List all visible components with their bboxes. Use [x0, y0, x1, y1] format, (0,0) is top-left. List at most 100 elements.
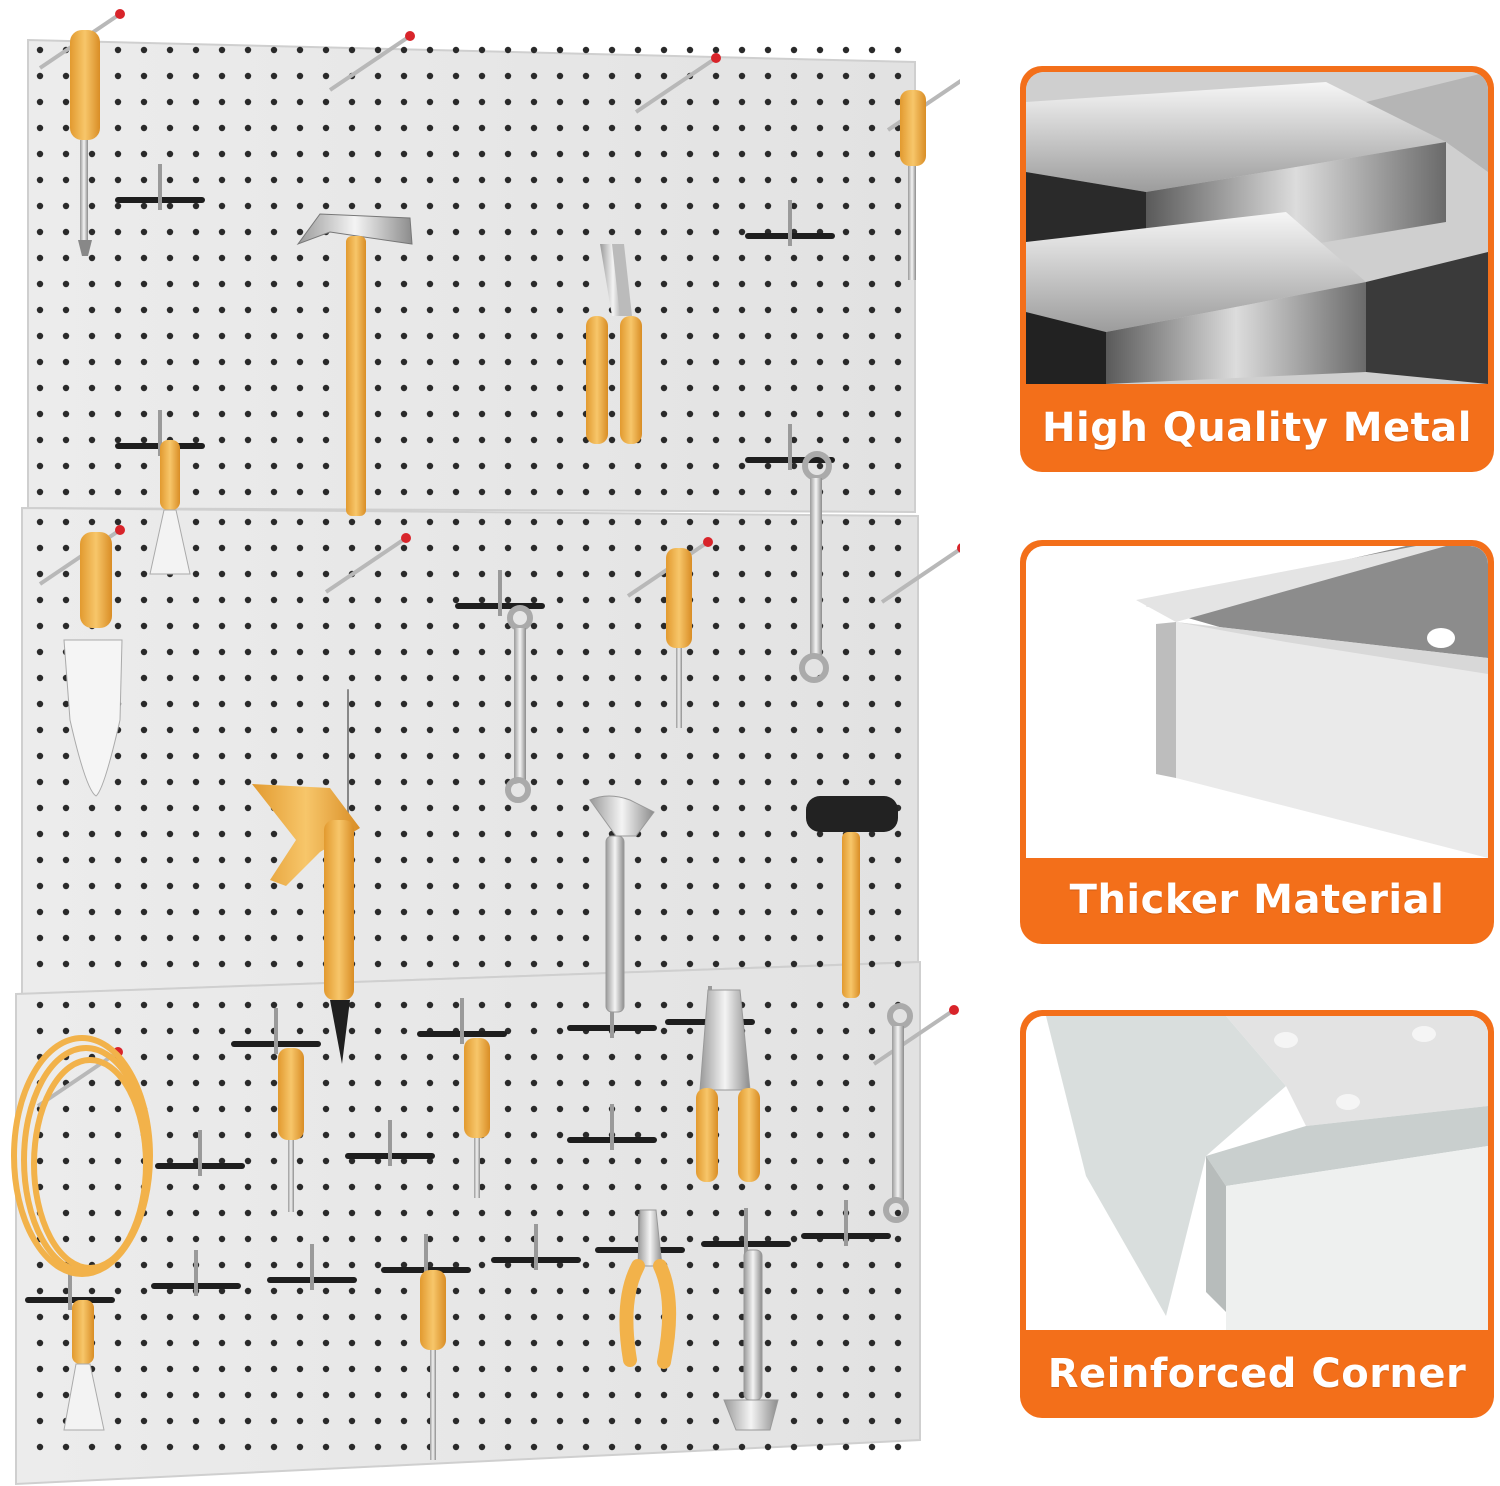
- peg-hole: [36, 726, 44, 734]
- peg-hole: [842, 752, 850, 760]
- peg-hole: [140, 960, 148, 968]
- peg-hole: [816, 358, 824, 366]
- peg-hole: [322, 518, 330, 526]
- peg-hole: [842, 332, 850, 340]
- peg-hole: [192, 384, 200, 392]
- peg-hole: [166, 1339, 174, 1347]
- peg-hole: [192, 1105, 200, 1113]
- peg-hole: [244, 1027, 252, 1035]
- peg-hole: [530, 934, 538, 942]
- peg-hole: [816, 1209, 824, 1217]
- peg-hole: [764, 46, 772, 54]
- peg-hole: [192, 98, 200, 106]
- peg-hole: [868, 462, 876, 470]
- peg-hole: [712, 150, 720, 158]
- peg-hole: [894, 908, 902, 916]
- peg-hole: [556, 384, 564, 392]
- peg-hole: [140, 202, 148, 210]
- peg-hole: [816, 934, 824, 942]
- peg-hole: [790, 436, 798, 444]
- peg-hole: [764, 254, 772, 262]
- peg-hole: [36, 1287, 44, 1295]
- peg-hole: [426, 436, 434, 444]
- peg-hole: [114, 254, 122, 262]
- peg-hole: [738, 830, 746, 838]
- peg-hole: [790, 488, 798, 496]
- peg-hole: [218, 1001, 226, 1009]
- peg-hole: [868, 202, 876, 210]
- peg-hole: [842, 544, 850, 552]
- peg-hole: [686, 544, 694, 552]
- peg-hole: [322, 462, 330, 470]
- peg-hole: [530, 1131, 538, 1139]
- peg-hole: [504, 1131, 512, 1139]
- peg-hole: [140, 752, 148, 760]
- peg-hole: [244, 1001, 252, 1009]
- peg-hole: [374, 1105, 382, 1113]
- peg-hole: [374, 176, 382, 184]
- peg-hole: [764, 306, 772, 314]
- peg-hole: [244, 1235, 252, 1243]
- peg-hole: [556, 648, 564, 656]
- peg-hole: [894, 1261, 902, 1269]
- peg-hole: [712, 228, 720, 236]
- peg-hole: [400, 1053, 408, 1061]
- peg-hole: [244, 856, 252, 864]
- peg-hole: [556, 804, 564, 812]
- peg-hole: [504, 700, 512, 708]
- peg-hole: [478, 908, 486, 916]
- peg-hole: [686, 960, 694, 968]
- peg-hole: [88, 176, 96, 184]
- peg-hole: [712, 882, 720, 890]
- peg-hole: [400, 804, 408, 812]
- peg-hole: [530, 778, 538, 786]
- peg-hole: [530, 752, 538, 760]
- peg-hole: [452, 332, 460, 340]
- peg-hook-icon: [417, 998, 507, 1044]
- peg-hole: [478, 1443, 486, 1451]
- peg-hole: [114, 98, 122, 106]
- peg-hole: [270, 176, 278, 184]
- peg-hole: [62, 700, 70, 708]
- peg-hole: [374, 1079, 382, 1087]
- peg-hole: [478, 1417, 486, 1425]
- peg-hole: [660, 882, 668, 890]
- peg-hole: [556, 228, 564, 236]
- peg-hole: [660, 98, 668, 106]
- peg-hole: [452, 358, 460, 366]
- peg-hole: [62, 280, 70, 288]
- peg-hole: [530, 176, 538, 184]
- peg-hole: [582, 1417, 590, 1425]
- peg-hole: [608, 648, 616, 656]
- peg-hole: [348, 1313, 356, 1321]
- peg-hole: [660, 1027, 668, 1035]
- peg-hole: [582, 1105, 590, 1113]
- peg-hole: [296, 150, 304, 158]
- peg-hole: [114, 1261, 122, 1269]
- peg-hole: [660, 332, 668, 340]
- peg-hole: [504, 98, 512, 106]
- peg-hole: [504, 830, 512, 838]
- peg-hole: [36, 436, 44, 444]
- peg-hole: [478, 752, 486, 760]
- peg-hole: [556, 908, 564, 916]
- peg-hole: [894, 384, 902, 392]
- caulking-gun-icon: [252, 689, 360, 1064]
- peg-hole: [738, 280, 746, 288]
- peg-hole: [894, 934, 902, 942]
- peg-hole: [530, 72, 538, 80]
- peg-hole: [270, 622, 278, 630]
- peg-hole: [296, 1209, 304, 1217]
- peg-hole: [478, 674, 486, 682]
- peg-hole: [322, 570, 330, 578]
- peg-hole: [322, 332, 330, 340]
- peg-hole: [582, 908, 590, 916]
- peg-hole: [62, 1131, 70, 1139]
- peg-hole: [166, 384, 174, 392]
- peg-hole: [738, 124, 746, 132]
- peg-hole: [400, 1287, 408, 1295]
- peg-hole: [218, 1131, 226, 1139]
- peg-hook-icon: [701, 1208, 791, 1254]
- peg-hole: [530, 150, 538, 158]
- peg-hole: [790, 804, 798, 812]
